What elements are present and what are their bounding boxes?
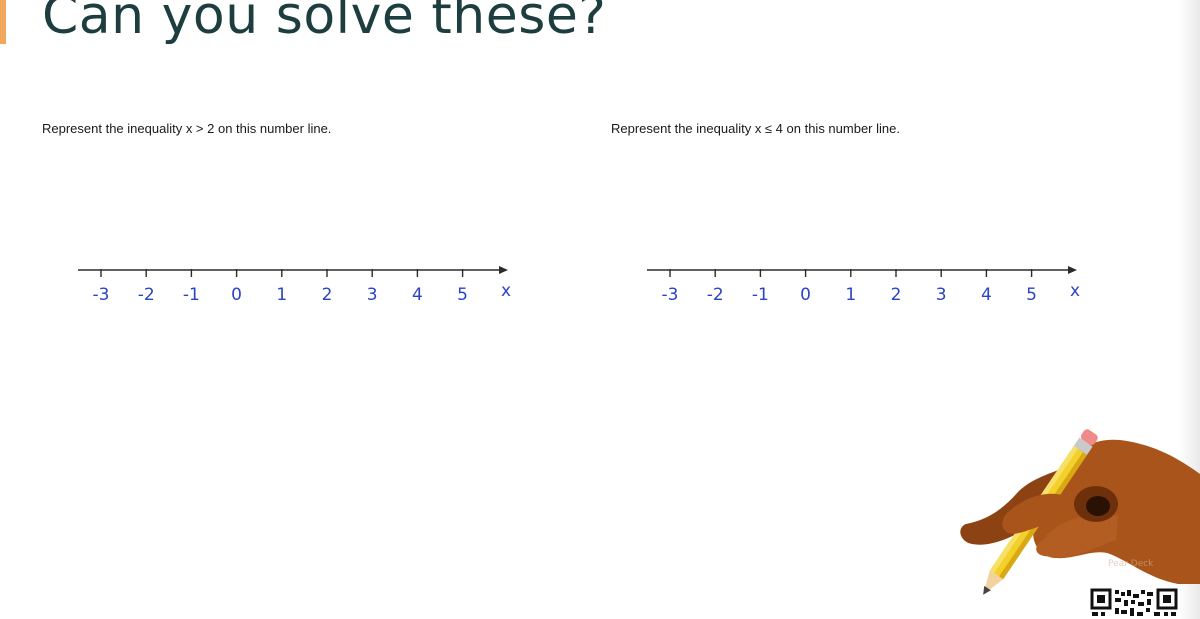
number-line-tick-label: 4 <box>981 285 992 305</box>
number-line-tick-label: 3 <box>936 285 947 305</box>
problem-1-prompt: Represent the inequality x > 2 on this n… <box>42 121 332 136</box>
hand-writing-with-pencil-icon: Pear Deck <box>960 429 1200 595</box>
number-line-tick-label: 1 <box>845 285 856 305</box>
number-line-tick-label: 0 <box>800 285 811 305</box>
number-line-tick-label: 2 <box>322 285 333 305</box>
slide-title: Can you solve these? <box>42 0 607 46</box>
number-line-tick-label: 5 <box>457 285 468 305</box>
number-line-variable-label: x <box>501 281 511 301</box>
number-line-tick-label: 5 <box>1026 285 1037 305</box>
number-line-tick-label: 1 <box>276 285 287 305</box>
number-line-arrowhead <box>1068 266 1077 274</box>
number-line-1[interactable]: -3 -2 -1 0 1 2 3 4 5 x <box>72 258 522 308</box>
number-line-tick-label: -2 <box>138 285 155 305</box>
number-line-variable-label: x <box>1070 281 1080 301</box>
number-line-tick-label: 0 <box>231 285 242 305</box>
number-line-tick-label: 3 <box>367 285 378 305</box>
title-accent-bar <box>0 0 6 44</box>
problem-2-prompt: Represent the inequality x ≤ 4 on this n… <box>611 121 900 136</box>
svg-text:Pear Deck: Pear Deck <box>1108 559 1154 569</box>
number-line-tick-label: 4 <box>412 285 423 305</box>
qr-code-icon[interactable] <box>1088 586 1180 619</box>
number-line-tick-label: -3 <box>93 285 110 305</box>
number-line-tick-label: -1 <box>183 285 200 305</box>
number-line-tick-label: 2 <box>891 285 902 305</box>
number-line-tick-label: -3 <box>662 285 679 305</box>
number-line-tick-label: -2 <box>707 285 724 305</box>
number-line-tick-label: -1 <box>752 285 769 305</box>
number-line-2[interactable]: -3 -2 -1 0 1 2 3 4 5 x <box>641 258 1091 308</box>
number-line-arrowhead <box>499 266 508 274</box>
